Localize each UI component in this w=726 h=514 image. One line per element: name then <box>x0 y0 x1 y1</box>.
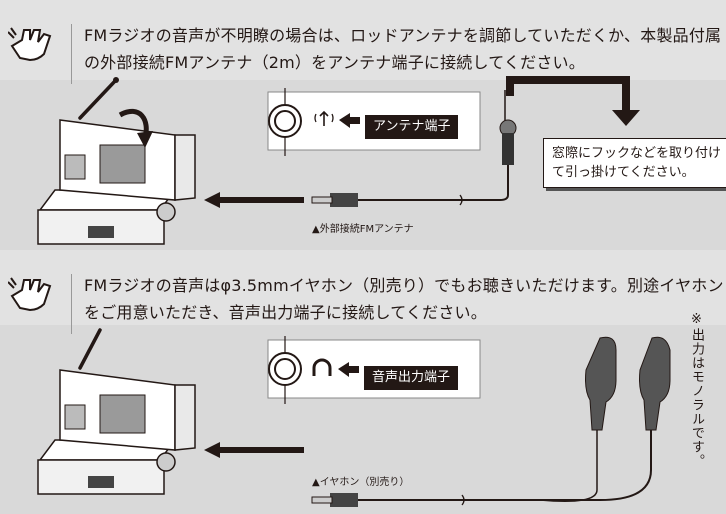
headphone-icon <box>312 358 332 376</box>
antenna-note-text: FMラジオの音声が不明瞭の場合は、ロッドアンテナを調節していただくか、本製品付属… <box>84 26 722 72</box>
audio-terminal-label: 音声出力端子 <box>364 366 459 390</box>
connect-arrow-icon-2 <box>204 442 304 458</box>
earphones-illustration <box>311 336 671 507</box>
note-divider-2 <box>71 274 72 334</box>
hand-pointing-icon <box>8 27 52 62</box>
radio-device-illustration <box>37 77 196 245</box>
mono-output-note: ※出力はモノラルです。 <box>689 312 704 468</box>
earphone-connection-panel <box>0 325 726 514</box>
fm-antenna-cable <box>311 90 517 207</box>
earphone-note-text: FMラジオの音声はφ3.5mmイヤホン（別売り）でもお聴きいただけます。別途イヤ… <box>84 276 724 322</box>
connect-arrow-icon <box>204 192 304 208</box>
note-divider <box>71 24 72 84</box>
hang-instruction-box: 窓際にフックなどを取り付けて引っ掛けてください。 <box>543 138 726 188</box>
antenna-terminal-label: アンテナ端子 <box>365 115 459 139</box>
arrow-left-icon-2 <box>338 362 359 377</box>
antenna-caption: ▲外部接続FMアンテナ <box>312 224 414 235</box>
arrow-down-icon <box>506 76 630 112</box>
arrow-left-icon <box>339 113 360 128</box>
radio-device-illustration-2 <box>37 328 196 495</box>
antenna-signal-icon <box>314 110 334 126</box>
earphone-caption: ▲イヤホン（別売り） <box>312 477 410 488</box>
hand-pointing-icon-2 <box>8 277 52 312</box>
